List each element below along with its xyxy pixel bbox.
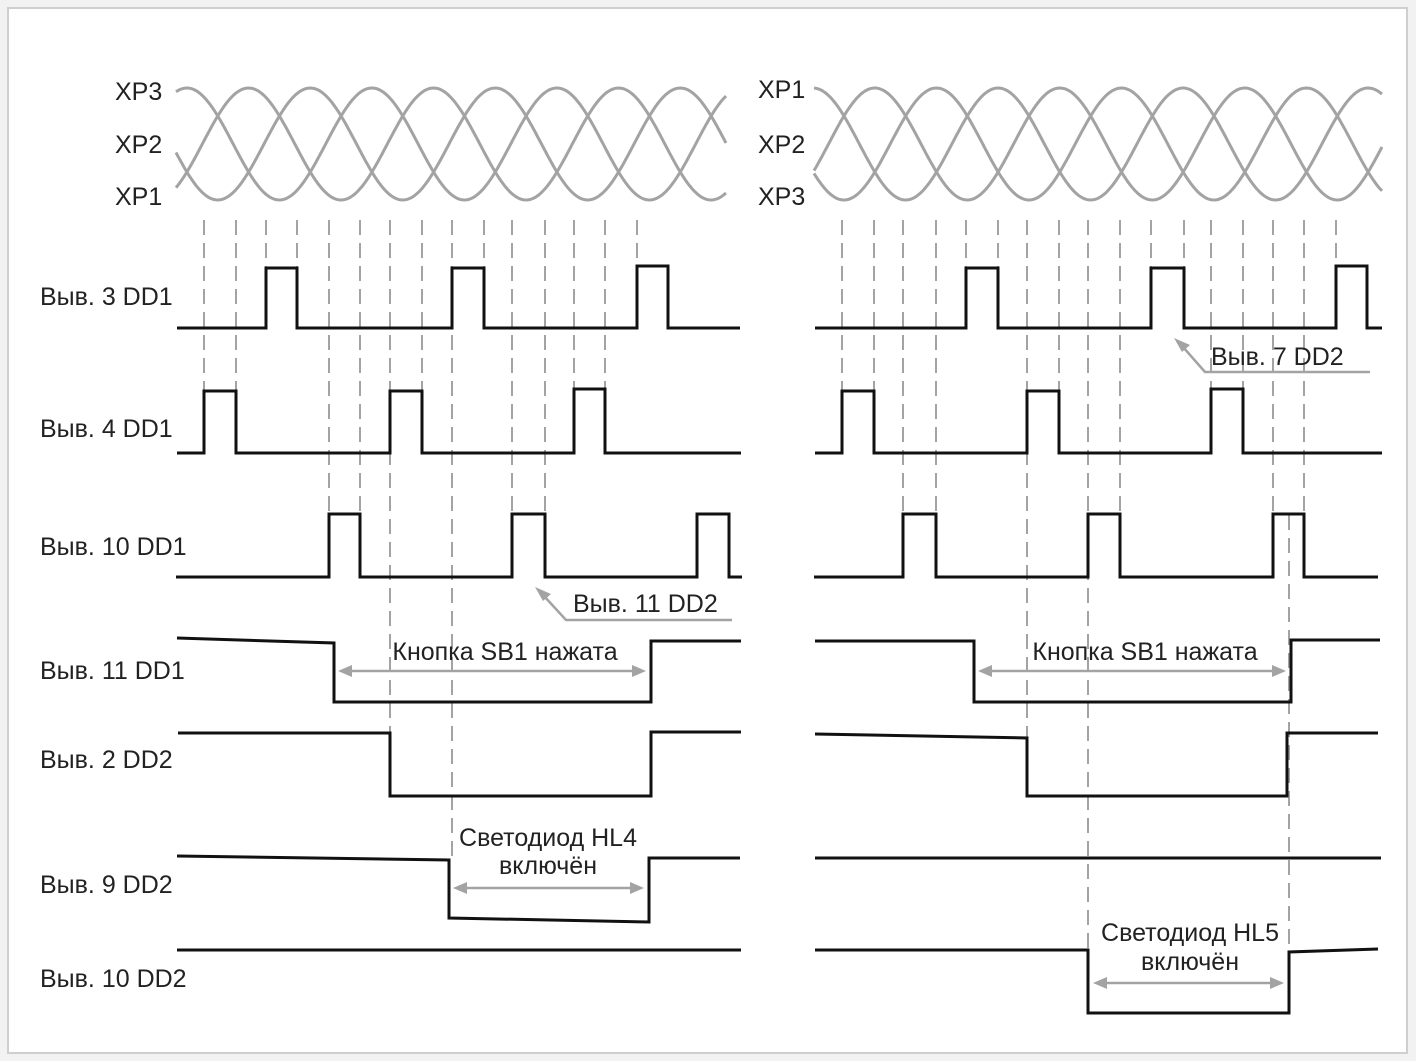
left-phase-label-top: XP3 bbox=[115, 78, 162, 106]
left-pin-callout-leader bbox=[543, 595, 732, 622]
right-phase-wave-2 bbox=[812, 86, 1384, 202]
signal-label-pin10-dd1: Выв. 10 DD1 bbox=[40, 533, 187, 561]
right-phase-wave-1 bbox=[813, 86, 1383, 202]
right-signal-pin11-dd1 bbox=[815, 638, 1380, 704]
right-signals bbox=[814, 264, 1382, 1015]
right-signal-pin10-dd1 bbox=[814, 512, 1378, 579]
signal-label-pin3-dd1: Выв. 3 DD1 bbox=[40, 283, 173, 311]
diagram-panel bbox=[7, 7, 1408, 1054]
right-pin-callout-leader bbox=[1182, 346, 1370, 374]
right-phase-label-top: XP1 bbox=[758, 76, 805, 104]
left-signal-pin11-dd1 bbox=[176, 636, 741, 704]
annotation-arrows bbox=[338, 338, 1370, 989]
left-led-annotation-line1: Светодиод HL4 bbox=[459, 824, 637, 852]
left-led-annotation-line2: включён bbox=[499, 852, 597, 880]
left-phase-label-middle: XP2 bbox=[115, 131, 162, 159]
arrowhead bbox=[453, 882, 467, 894]
left-signal-pin9-dd2 bbox=[176, 854, 740, 924]
arrowhead bbox=[978, 665, 992, 677]
left-phase-wave-2 bbox=[174, 86, 728, 202]
right-led-annotation-line2: включён bbox=[1141, 948, 1239, 976]
right-pin-callout-label: Выв. 7 DD2 bbox=[1211, 343, 1344, 371]
left-phase-wave-3 bbox=[174, 86, 727, 202]
left-phase-labels: XP3 XP2 XP1 bbox=[115, 78, 162, 211]
right-signal-pin10-dd2 bbox=[815, 947, 1379, 1015]
left-pin-callout-label: Выв. 11 DD2 bbox=[573, 590, 718, 618]
right-phase-waves bbox=[812, 86, 1384, 202]
left-signal-pin2-dd2 bbox=[178, 730, 741, 798]
right-led-annotation-line1: Светодиод HL5 bbox=[1101, 919, 1279, 947]
arrowhead bbox=[535, 587, 551, 601]
right-signal-pin4-dd1 bbox=[815, 387, 1382, 455]
left-signal-pin3-dd1 bbox=[177, 264, 740, 330]
signal-label-pin4-dd1: Выв. 4 DD1 bbox=[40, 415, 173, 443]
right-phase-wave-3 bbox=[812, 86, 1384, 202]
arrowhead bbox=[632, 665, 646, 677]
signal-label-pin2-dd2: Выв. 2 DD2 bbox=[40, 746, 173, 774]
left-phase-label-bottom: XP1 bbox=[115, 183, 162, 211]
arrowhead bbox=[1093, 977, 1107, 989]
right-signal-pin3-dd1 bbox=[815, 264, 1382, 330]
left-signals bbox=[176, 264, 742, 952]
left-signal-pin4-dd1 bbox=[177, 387, 741, 455]
signal-label-pin9-dd2: Выв. 9 DD2 bbox=[40, 871, 173, 899]
right-phase-label-bottom: XP3 bbox=[758, 183, 805, 211]
right-phase-label-middle: XP2 bbox=[758, 131, 805, 159]
left-button-annotation: Кнопка SB1 нажата bbox=[392, 638, 617, 666]
arrowhead bbox=[1174, 338, 1190, 352]
signal-label-pin11-dd1: Выв. 11 DD1 bbox=[40, 657, 185, 685]
right-signal-pin2-dd2 bbox=[814, 731, 1378, 798]
left-phase-waves bbox=[174, 86, 728, 202]
arrowhead bbox=[1270, 977, 1284, 989]
arrowhead bbox=[1272, 665, 1286, 677]
signal-labels: Выв. 3 DD1 Выв. 4 DD1 Выв. 10 DD1 Выв. 1… bbox=[40, 283, 187, 993]
signal-label-pin10-dd2: Выв. 10 DD2 bbox=[40, 965, 187, 993]
right-phase-labels: XP1 XP2 XP3 bbox=[758, 76, 805, 211]
left-signal-pin10-dd1 bbox=[176, 512, 742, 579]
right-button-annotation: Кнопка SB1 нажата bbox=[1032, 638, 1257, 666]
arrowhead bbox=[630, 882, 644, 894]
left-phase-wave-1 bbox=[175, 86, 728, 202]
arrowhead bbox=[338, 665, 352, 677]
